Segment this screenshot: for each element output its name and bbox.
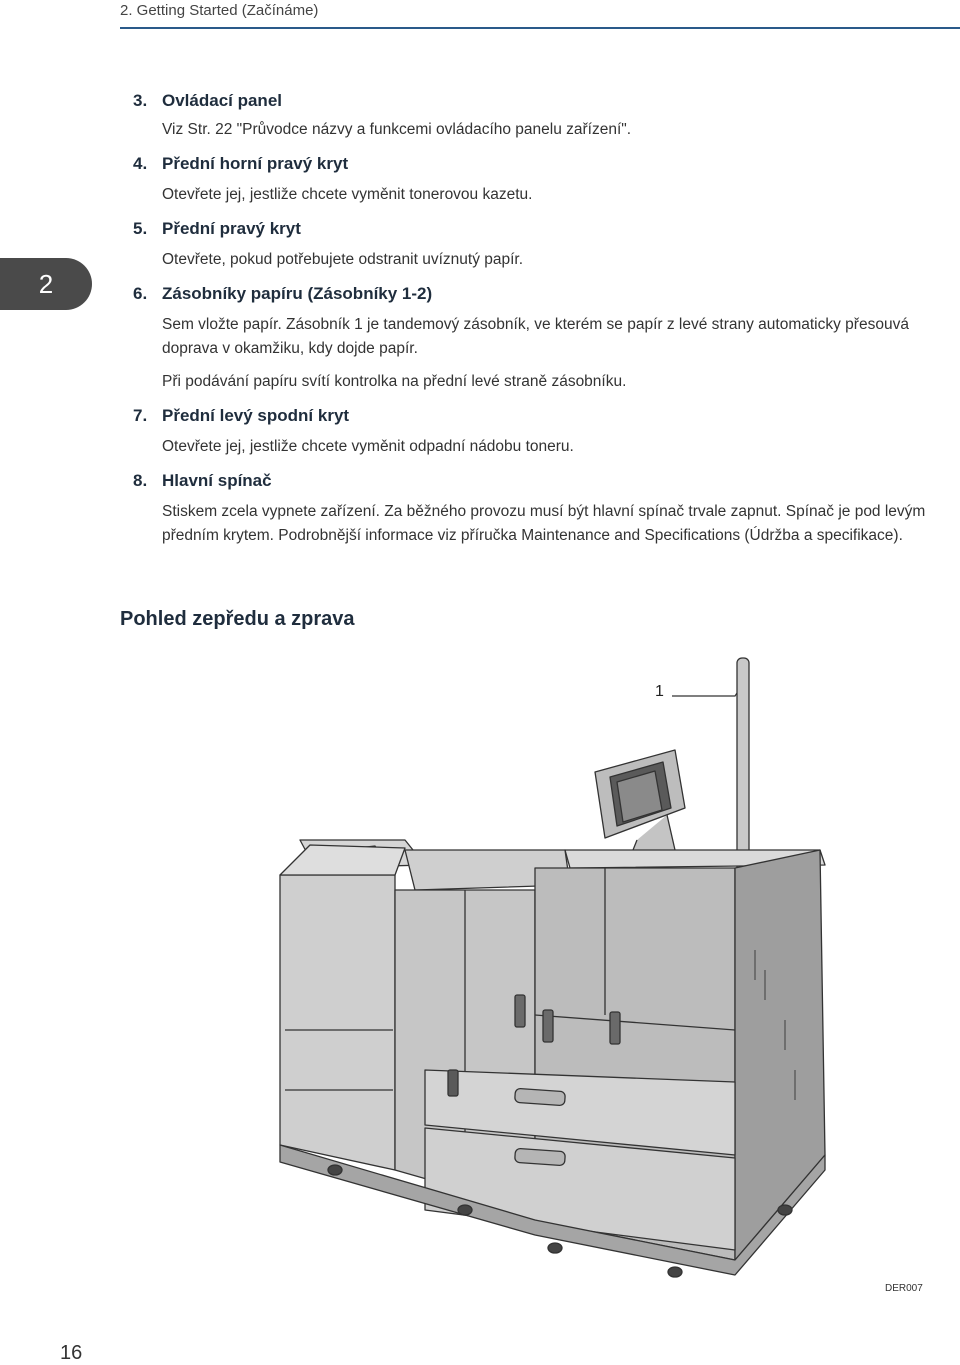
callout-number: 1 — [655, 683, 664, 700]
item-title: 7.Přední levý spodní kryt — [133, 406, 350, 425]
item-text: Otevřete jej, jestliže chcete vyměnit to… — [162, 186, 533, 203]
left-unit-front — [279, 874, 396, 1171]
section-title: Pohled zepředu a zprava — [120, 608, 355, 630]
item-text: Stiskem zcela vypnete zařízení. Za běžné… — [162, 503, 926, 544]
page-number: 16 — [60, 1342, 83, 1364]
item-title: 4.Přední horní pravý kryt — [133, 154, 349, 173]
list-item: 6.Zásobníky papíru (Zásobníky 1-2) Sem v… — [133, 281, 943, 394]
list-item: 5.Přední pravý kryt Otevřete, pokud potř… — [133, 216, 943, 272]
casters — [327, 1164, 793, 1278]
list-item: 3.Ovládací panel Viz Str. 22 "Průvodce n… — [133, 88, 943, 142]
main-unit-side — [734, 849, 826, 1261]
figure-code: DER007 — [885, 1283, 923, 1294]
header-rule — [120, 27, 960, 29]
status-pole — [736, 657, 750, 879]
item-title: 8.Hlavní spínač — [133, 471, 272, 490]
item-text: Otevřete, pokud potřebujete odstranit uv… — [162, 251, 524, 268]
side-vents — [754, 950, 796, 1100]
callout-leader — [672, 689, 740, 697]
list-item: 7.Přední levý spodní kryt Otevřete jej, … — [133, 403, 943, 459]
item-list: 3.Ovládací panel Viz Str. 22 "Průvodce n… — [133, 88, 943, 557]
chapter-tab: 2 — [0, 258, 92, 310]
item-text: Sem vložte papír. Zásobník 1 je tandemov… — [162, 316, 909, 357]
paper-tray-1 — [424, 1069, 736, 1156]
header-text: 2. Getting Started (Začínáme) — [120, 2, 319, 19]
door-handle — [514, 994, 526, 1028]
item-text: Viz Str. 22 "Průvodce názvy a funkcemi o… — [162, 121, 632, 138]
printer-illustration — [279, 657, 826, 1278]
item-title: 5.Přední pravý kryt — [133, 219, 301, 238]
door-handle — [609, 1011, 621, 1045]
item-text: Při podávání papíru svítí kontrolka na p… — [162, 373, 627, 390]
left-unit-top — [279, 844, 406, 876]
base — [279, 1144, 826, 1276]
control-panel — [594, 749, 686, 856]
list-item: 4.Přední horní pravý kryt Otevřete jej, … — [133, 151, 943, 207]
door-handle — [542, 1009, 554, 1043]
item-title: 6.Zásobníky papíru (Zásobníky 1-2) — [133, 284, 433, 303]
item-text: Otevřete jej, jestliže chcete vyměnit od… — [162, 438, 574, 455]
list-item: 8.Hlavní spínač Stiskem zcela vypnete za… — [133, 468, 943, 548]
item-title: 3.Ovládací panel — [133, 91, 282, 110]
